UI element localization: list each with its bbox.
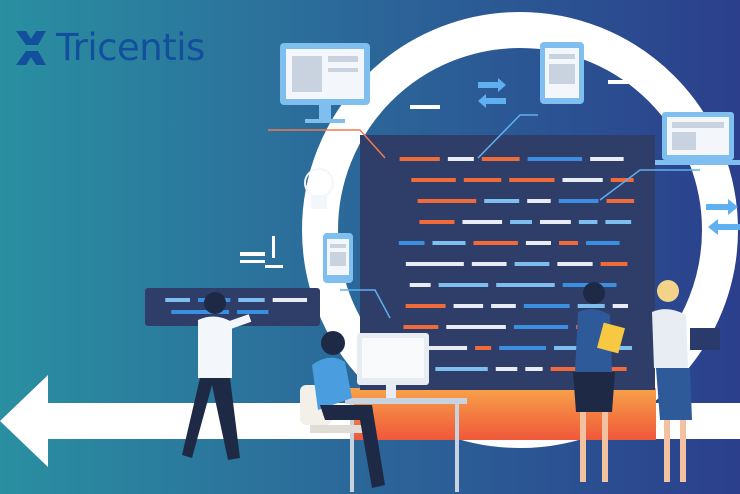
code-line <box>499 346 546 350</box>
code-line <box>562 178 603 182</box>
lightbulb-icon <box>304 168 334 209</box>
code-line <box>438 283 489 287</box>
code-line <box>550 367 588 371</box>
code-line <box>484 199 520 203</box>
code-line <box>605 220 632 224</box>
code-line <box>606 199 635 203</box>
code-line <box>398 241 425 245</box>
monitor-icon <box>280 43 370 123</box>
sync-arrows-icon <box>478 78 740 235</box>
person-seated <box>300 331 385 488</box>
code-line <box>272 298 308 302</box>
code-line <box>237 310 269 314</box>
code-line <box>558 199 599 203</box>
code-line <box>419 220 455 224</box>
code-line <box>578 220 598 224</box>
code-line <box>558 241 579 245</box>
code-line <box>481 157 520 161</box>
code-card <box>145 288 320 326</box>
code-line <box>463 178 502 182</box>
code-line <box>475 346 492 350</box>
person-standing <box>182 292 252 460</box>
code-line <box>513 325 569 329</box>
code-line <box>411 346 468 350</box>
code-line <box>432 241 466 245</box>
code-line <box>527 199 551 203</box>
code-line <box>590 157 624 161</box>
code-line <box>399 157 440 161</box>
phone-icon <box>323 233 353 283</box>
code-line <box>509 178 555 182</box>
tricentis-logo-icon <box>16 30 46 65</box>
code-line <box>496 283 555 287</box>
code-line <box>405 262 464 266</box>
code-line <box>495 367 518 371</box>
code-line <box>557 262 593 266</box>
code-line <box>462 220 503 224</box>
code-line <box>510 220 533 224</box>
code-line <box>577 304 605 308</box>
code-line <box>471 262 507 266</box>
desk <box>345 333 467 492</box>
person-woman-laptop <box>652 280 720 482</box>
code-line <box>523 304 570 308</box>
person-woman-tablet <box>573 282 625 482</box>
code-line <box>238 298 265 302</box>
code-line <box>417 199 477 203</box>
code-line <box>610 178 634 182</box>
deco-dashes <box>240 80 628 268</box>
code-line <box>600 262 628 266</box>
brand-logo: Tricentis <box>14 26 205 69</box>
connectors <box>268 129 386 159</box>
code-line <box>527 157 583 161</box>
code-line <box>473 241 518 245</box>
code-line <box>612 304 628 308</box>
code-line <box>540 220 571 224</box>
code-line <box>447 157 474 161</box>
code-line <box>446 325 506 329</box>
code-line <box>491 304 516 308</box>
code-line <box>453 304 484 308</box>
code-line <box>514 262 550 266</box>
code-line <box>409 283 431 287</box>
code-line <box>405 304 446 308</box>
code-line <box>403 325 439 329</box>
code-line <box>525 367 543 371</box>
tablet-icon <box>540 42 584 104</box>
code-line <box>586 241 620 245</box>
code-line <box>411 178 456 182</box>
code-line <box>435 367 488 371</box>
code-line <box>525 241 551 245</box>
brand-name: Tricentis <box>56 26 205 69</box>
code-line <box>171 310 230 314</box>
laptop-icon <box>655 112 740 165</box>
code-line <box>165 298 191 302</box>
